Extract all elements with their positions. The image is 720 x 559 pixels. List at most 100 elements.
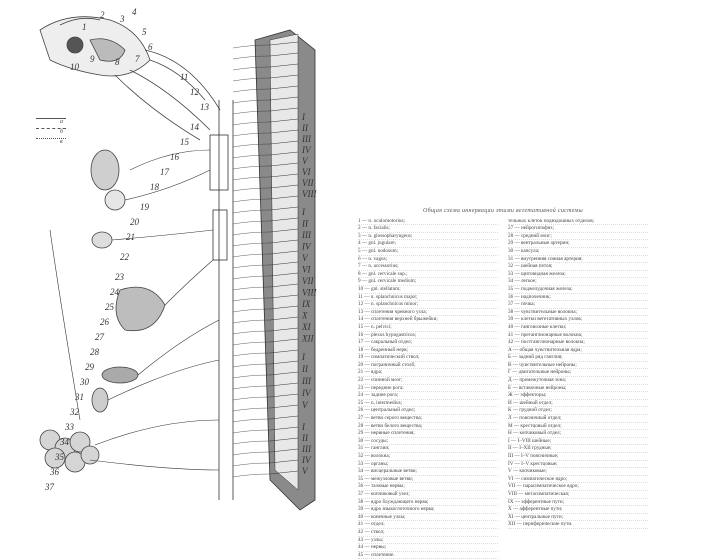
caption-line: 15 — n. pelvici; (358, 324, 498, 332)
sympathetic-trunk (210, 100, 233, 500)
caption-line: 29 — вентральные артерии; (508, 240, 648, 248)
segment-label-lumbar: II (301, 364, 309, 374)
caption-line: 37 — почка; (508, 301, 648, 309)
ramus-line (233, 463, 270, 466)
caption-line: 27 — нейрогипофиз; (508, 225, 648, 233)
figure-number: 8 (115, 57, 120, 67)
figure-number: 12 (190, 87, 200, 97)
segment-label-thoracic: X (301, 311, 308, 321)
caption-line: 36 — надпочечник; (508, 294, 648, 302)
figure-number: 23 (115, 272, 125, 282)
caption-line: 16 — plexus hypogastricus; (358, 332, 498, 340)
caption-line: VIII — метасимпатическая; (508, 491, 648, 499)
caption-line: 39 — ядро языкоглоточного нерва; (358, 506, 498, 514)
caption-line: 20 — пограничный столб; (358, 362, 498, 370)
figure-number: 30 (79, 377, 90, 387)
legend-dotted: в (36, 138, 66, 145)
caption-line: IX — эфферентные пути; (508, 499, 648, 507)
caption-line: тельных клеток подвздошных отделов; (508, 218, 648, 226)
caption-line: 33 — щитовидная железа; (508, 271, 648, 279)
caption-line: I — I–VIII шейные; (508, 438, 648, 446)
caption-line: 30 — сосуды; (358, 438, 498, 446)
figure-number: 11 (180, 72, 188, 82)
caption-line: 34 — висцеральные ветви; (358, 468, 498, 476)
caption-line: 32 — шейная петля; (508, 263, 648, 271)
caption-line: 13 — сплетения чревного узла; (358, 309, 498, 317)
segment-label-thoracic: VI (302, 265, 311, 275)
ramus-line (233, 408, 270, 411)
caption-line: 31 — внутренняя сонная артерия; (508, 256, 648, 264)
caption-line: 44 — нервы; (358, 544, 498, 552)
figure-number: 37 (44, 482, 55, 492)
caption-line: 8 — gnl. cervicale sup.; (358, 271, 498, 279)
caption-line: 27 — ветви серого вещества; (358, 415, 498, 423)
legend-dashed: б (36, 128, 66, 135)
figure-number: 14 (190, 122, 200, 132)
figure-number: 4 (132, 7, 137, 17)
caption-line: 43 — узлы; (358, 537, 498, 545)
caption-line: М — крестцовый отдел; (508, 423, 648, 431)
caption-line: 38 — ядро блуждающего нерва; (358, 499, 498, 507)
ramus-line (233, 474, 270, 477)
segment-label-thoracic: XI (301, 322, 311, 332)
caption-line: 29 — нервные сплетения; (358, 430, 498, 438)
ramus-line (233, 353, 270, 356)
caption-line: 36 — тазовые нервы; (358, 483, 498, 491)
caption-line: 2 — n. facialis; (358, 225, 498, 233)
figure-number: 15 (180, 137, 190, 147)
segment-label-lumbar: III (301, 376, 312, 386)
caption-line: А — общая чувствительная ядра; (508, 347, 648, 355)
figure-number: 29 (85, 362, 95, 372)
caption-line: II — I–XII грудные; (508, 445, 648, 453)
figure-number: 1 (82, 22, 87, 32)
caption-line: 40 — ганглиозные клетки; (508, 324, 648, 332)
caption-line: 23 — передние рога; (358, 385, 498, 393)
ramus-line (233, 419, 270, 422)
caption-line: 18 — бедренный нерв; (358, 347, 498, 355)
thyroid (91, 150, 119, 190)
caption-line: 45 — сплетение. (358, 552, 498, 559)
figure-number: 25 (105, 302, 115, 312)
lung (105, 190, 125, 210)
figure-number: 16 (170, 152, 180, 162)
pancreas (102, 367, 138, 383)
figure-number: 13 (200, 102, 210, 112)
organs (40, 150, 165, 472)
caption-line: К — грудной отдел; (508, 407, 648, 415)
caption-line: 35 — поджелудочная железа; (508, 286, 648, 294)
figure-number: 19 (140, 202, 150, 212)
ramus-line (233, 441, 270, 444)
figure-caption: Общая схема иннервации этими вегетативно… (358, 208, 648, 530)
segment-label-sacral: II (301, 433, 309, 443)
caption-line: 38 — чувствительные волокна; (508, 309, 648, 317)
caption-line: Н — копчиковый отдел; (508, 430, 648, 438)
caption-line: 6 — n. vagus; (358, 256, 498, 264)
segment-label-thoracic: IX (301, 299, 311, 309)
caption-line: 19 — симпатический ствол; (358, 354, 498, 362)
figure-number: 28 (90, 347, 100, 357)
segment-label-cervical: II (301, 123, 309, 133)
ramus-line (233, 386, 270, 389)
figure-number: 10 (70, 62, 80, 72)
legend: a б в (36, 118, 66, 148)
caption-right-column: тельных клеток подвздошных отделов;27 — … (508, 218, 648, 559)
figure-number: 9 (90, 54, 95, 64)
segment-label-thoracic: II (301, 219, 309, 229)
caption-line: 37 — копчиковый узел; (358, 491, 498, 499)
autonomic-nervous-system-diagram: IIIIIIIVVVIVIIVIIIIIIIIIIVVVIVIIVIIIIXXX… (30, 0, 350, 540)
caption-line: 17 — сакральный отдел; (358, 339, 498, 347)
ramus-line (233, 397, 270, 400)
caption-line: 9 — gnl. cervicale medium; (358, 278, 498, 286)
segment-label-thoracic: VII (302, 276, 314, 286)
figure-number: 17 (160, 167, 170, 177)
caption-line: 14 — сплетения верхней брыжейки; (358, 316, 498, 324)
caption-line: Г — двигательные нейроны; (508, 369, 648, 377)
caption-line: III — I–V поясничные; (508, 453, 648, 461)
caption-line: 32 — волокна; (358, 453, 498, 461)
caption-left-column: 1 — n. oculomotorius;2 — n. facialis;3 —… (358, 218, 498, 559)
stomach (116, 287, 165, 331)
caption-line: 25 — n. intermedius; (358, 400, 498, 408)
caption-line: Ж — эффекторы; (508, 392, 648, 400)
segment-label-cervical: III (301, 134, 312, 144)
caption-line: И — шейный отдел; (508, 400, 648, 408)
